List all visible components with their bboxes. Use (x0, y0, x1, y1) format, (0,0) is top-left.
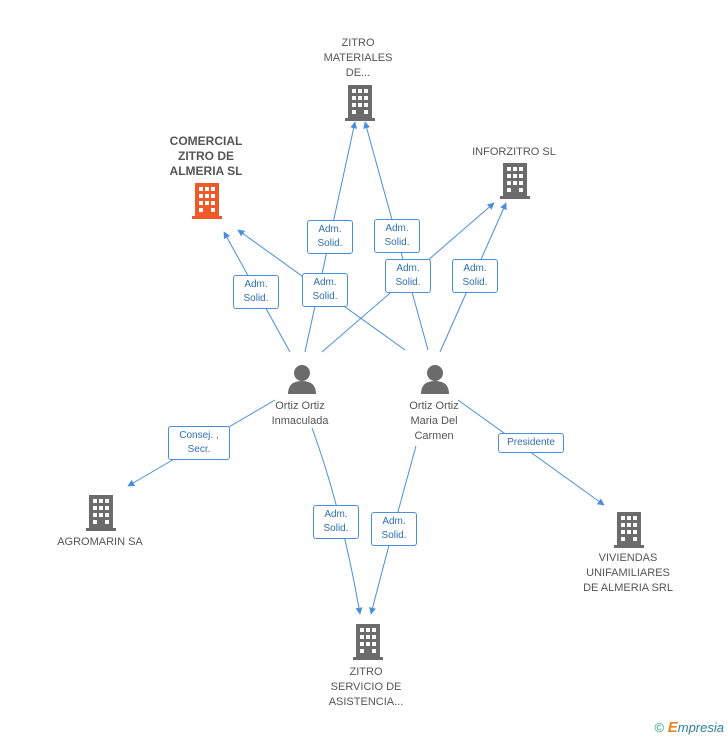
node-agromarin-label: AGROMARIN SA (50, 535, 150, 550)
edge-label-mar-inforzitro[interactable]: Adm. Solid. (452, 259, 498, 293)
edge-label-inm-servicio[interactable]: Adm. Solid. (313, 505, 359, 539)
node-ortiz-inmaculada-label: Ortiz Ortiz Inmaculada (250, 399, 350, 429)
edge-label-line: Presidente (507, 437, 555, 448)
edge-label-mar-materiales[interactable]: Adm. Solid. (374, 219, 420, 253)
label-line: UNIFAMILIARES (586, 567, 670, 579)
edge-label-inm-inforzitro[interactable]: Adm. Solid. (385, 259, 431, 293)
node-zitro-materiales-label: ZITRO MATERIALES DE... (310, 36, 406, 81)
edge-label-line: Adm. (313, 277, 337, 288)
copyright-icon: © (654, 720, 665, 735)
label-line: Ortiz Ortiz (409, 400, 459, 412)
edge-label-line: Consej. , (179, 430, 219, 441)
edge-label-mar-viviendas[interactable]: Presidente (498, 433, 564, 453)
edge-label-line: Solid. (462, 277, 488, 288)
node-inforzitro-label: INFORZITRO SL (462, 145, 566, 160)
node-ortiz-maria-label: Ortiz Ortiz Maria Del Carmen (384, 399, 484, 444)
edge-label-mar-servicio[interactable]: Adm. Solid. (371, 512, 417, 546)
node-zitro-servicio-label: ZITRO SERVICIO DE ASISTENCIA... (316, 665, 416, 710)
label-line: ZITRO (349, 666, 383, 678)
edge-label-line: Adm. (385, 223, 409, 234)
label-line: INFORZITRO SL (472, 146, 556, 158)
label-line: ALMERIA SL (169, 164, 243, 178)
edge-label-mar-comercial[interactable]: Adm. Solid. (302, 273, 348, 307)
person-icon[interactable] (286, 364, 318, 394)
edge-label-line: Solid. (395, 277, 421, 288)
edge-label-line: Adm. (463, 263, 487, 274)
edge-label-line: Solid. (323, 523, 349, 534)
edge-label-line: Adm. (382, 516, 406, 527)
building-icon[interactable] (500, 163, 530, 199)
edge-label-line: Adm. (396, 263, 420, 274)
label-line: ASISTENCIA... (328, 696, 404, 708)
node-viviendas-label: VIVIENDAS UNIFAMILIARES DE ALMERIA SRL (570, 551, 686, 596)
label-line: Inmaculada (271, 415, 329, 427)
edge-label-line: Solid. (317, 238, 343, 249)
person-icon[interactable] (419, 364, 451, 394)
label-line: AGROMARIN SA (57, 536, 143, 548)
edge-label-line: Solid. (312, 291, 338, 302)
brand-name: mpresia (677, 720, 724, 735)
node-comercial-zitro-label: COMERCIAL ZITRO DE ALMERIA SL (158, 134, 254, 179)
building-icon[interactable] (86, 495, 116, 531)
edge-label-inm-materiales[interactable]: Adm. Solid. (307, 220, 353, 254)
building-icon[interactable] (353, 624, 383, 660)
edge-label-line: Adm. (324, 509, 348, 520)
label-line: Carmen (414, 430, 454, 442)
brand-footer[interactable]: © Empresia (655, 719, 724, 736)
edge-label-line: Solid. (243, 293, 269, 304)
edge-label-inm-agromarin[interactable]: Consej. , Secr. (168, 426, 230, 460)
label-line: DE ALMERIA SRL (583, 582, 673, 594)
edge-label-line: Adm. (318, 224, 342, 235)
edge-label-inm-comercial[interactable]: Adm. Solid. (233, 275, 279, 309)
label-line: COMERCIAL (169, 134, 243, 148)
label-line: Ortiz Ortiz (275, 400, 325, 412)
label-line: DE... (345, 67, 371, 79)
label-line: SERVICIO DE (330, 681, 402, 693)
brand-initial: E (667, 719, 678, 736)
label-line: Maria Del (410, 415, 458, 427)
edge-label-line: Adm. (244, 279, 268, 290)
building-icon[interactable] (192, 183, 222, 219)
building-icon[interactable] (614, 512, 644, 548)
label-line: ZITRO DE (178, 149, 234, 163)
building-icon[interactable] (345, 85, 375, 121)
label-line: ZITRO (341, 37, 375, 49)
label-line: VIVIENDAS (598, 552, 658, 564)
edge-label-line: Secr. (187, 444, 211, 455)
label-line: MATERIALES (323, 52, 393, 64)
edge-label-line: Solid. (381, 530, 407, 541)
edge-label-line: Solid. (384, 237, 410, 248)
